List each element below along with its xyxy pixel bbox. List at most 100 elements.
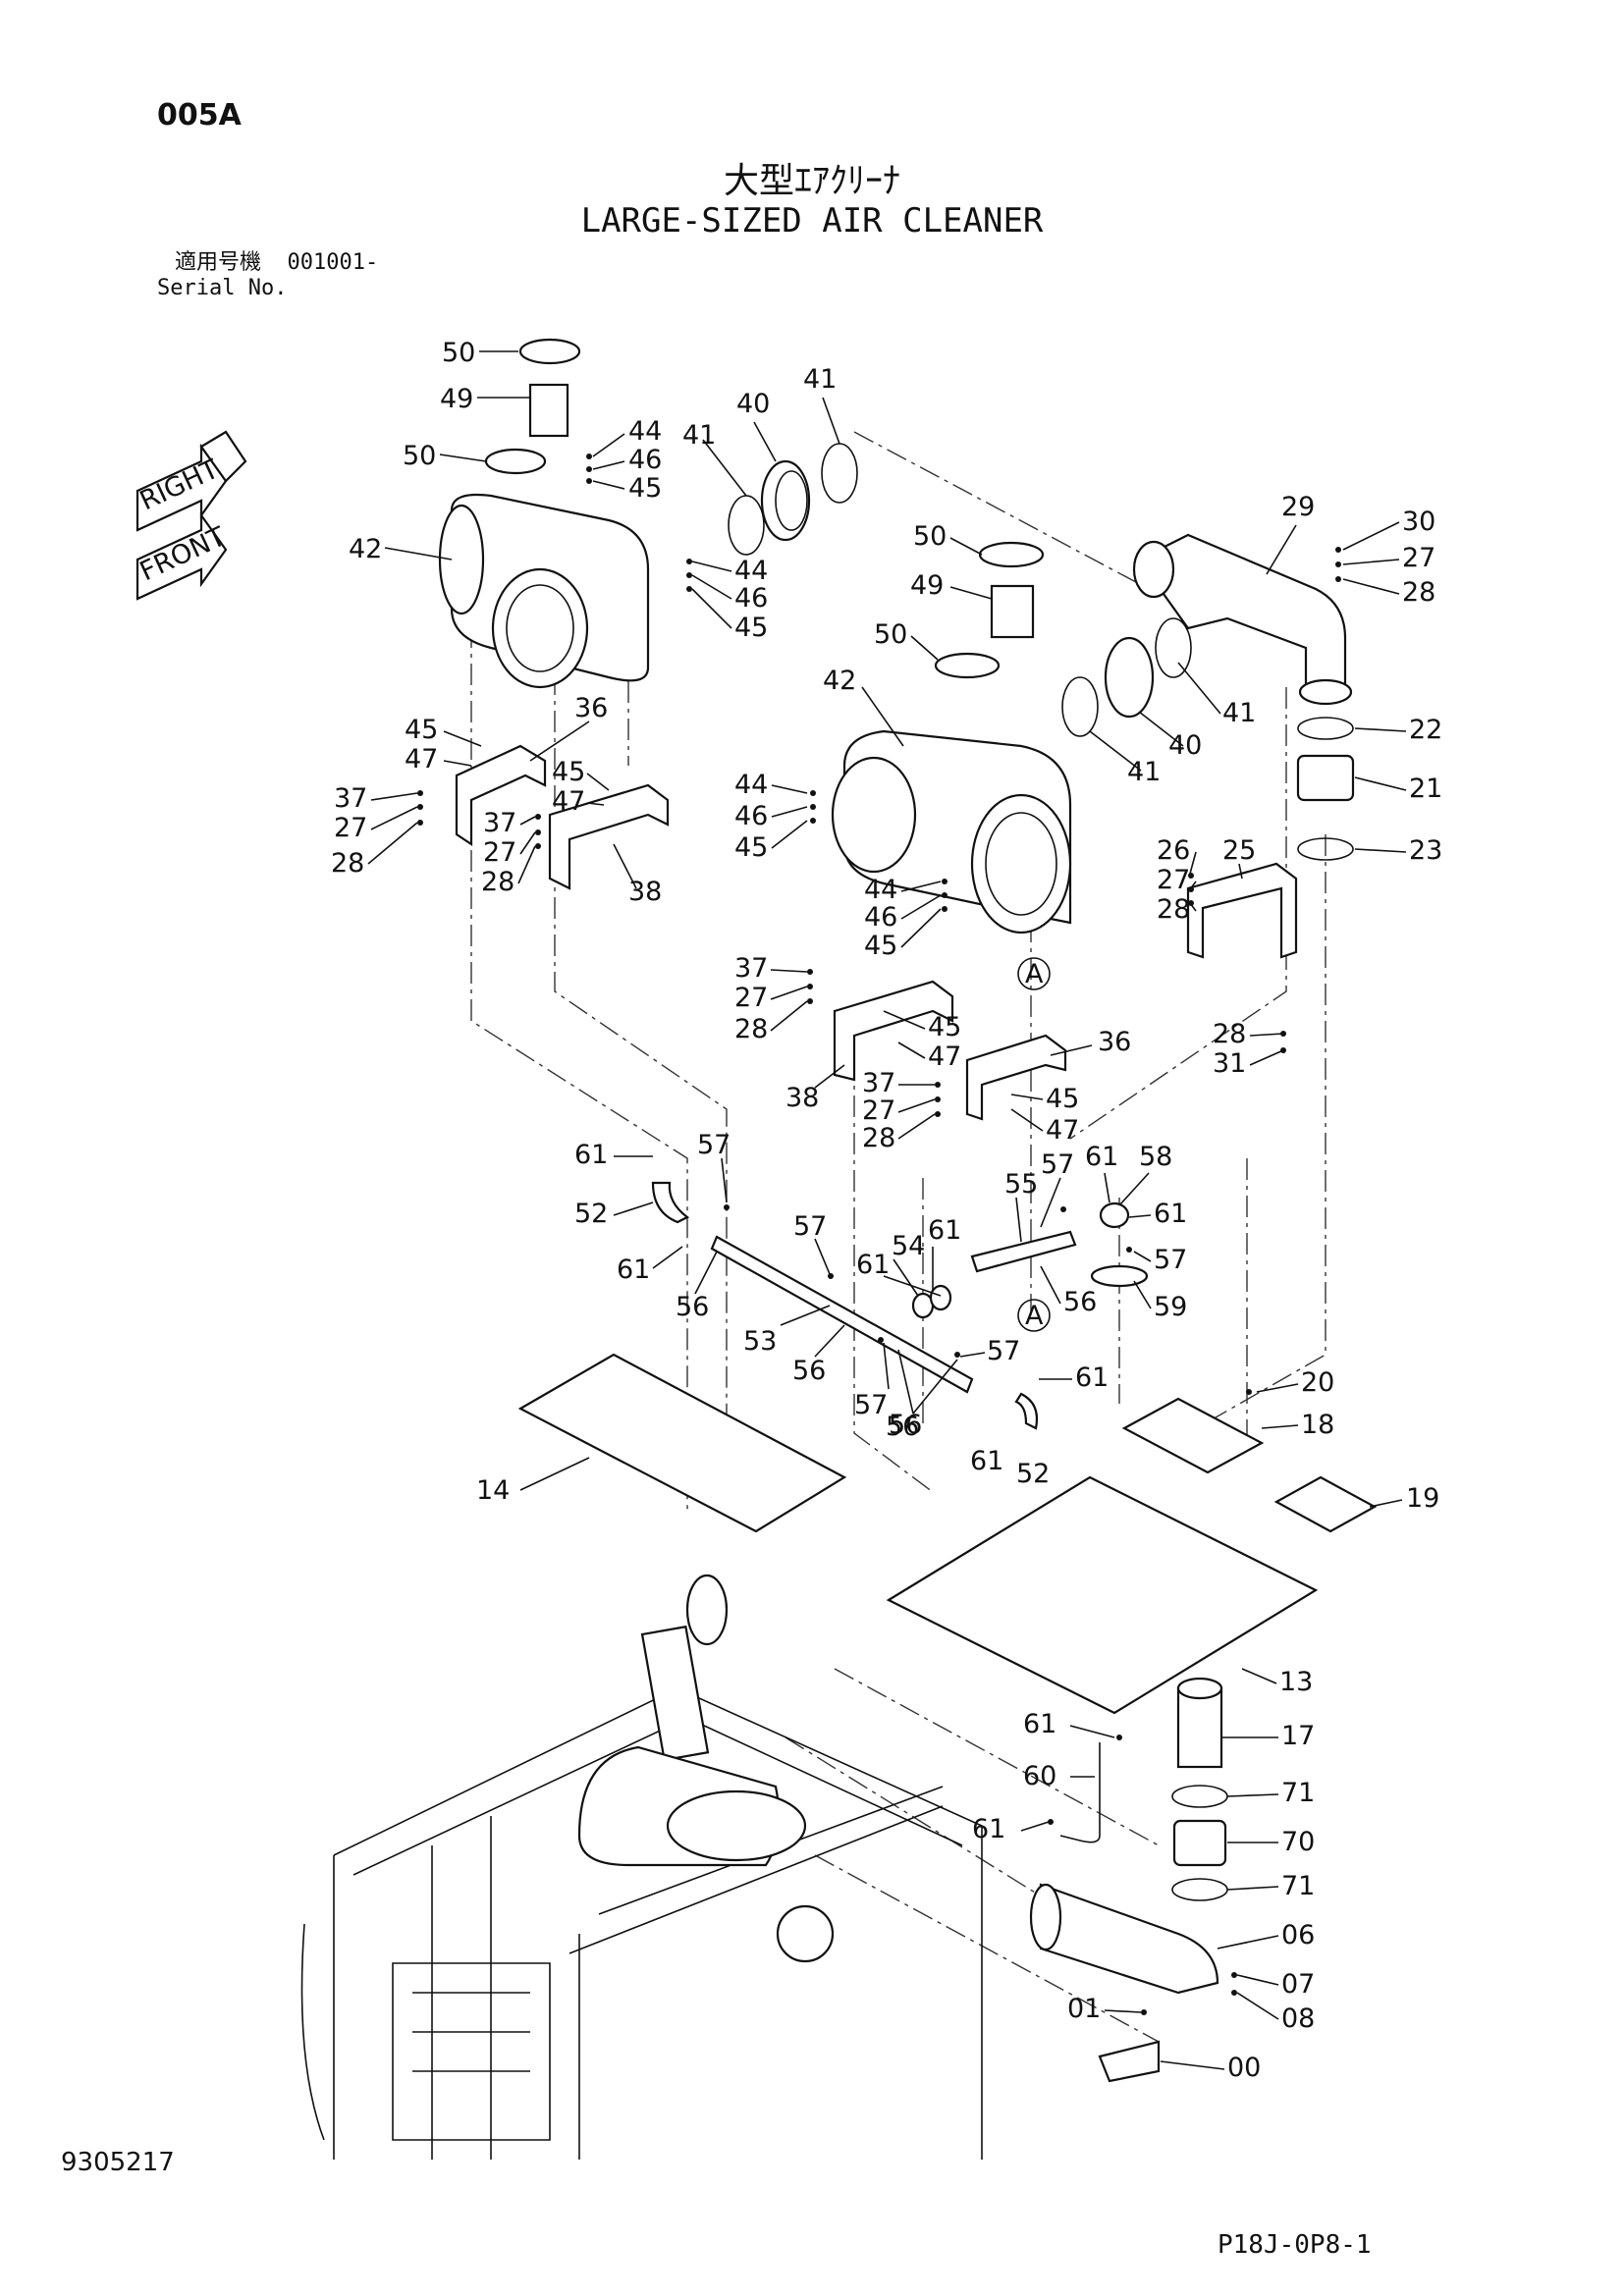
callout-label: 01 bbox=[1067, 1994, 1101, 2024]
callout-label: 37 bbox=[734, 953, 768, 984]
callout-label: 59 bbox=[1154, 1292, 1187, 1322]
callout-label: 55 bbox=[1004, 1169, 1038, 1200]
callout-label: 26 bbox=[1157, 835, 1190, 866]
pipe-assembly bbox=[651, 1181, 1149, 1430]
callout-label: 27 bbox=[862, 1095, 895, 1126]
serial-block: 適用号機 001001- Serial No. bbox=[157, 250, 378, 301]
callout-label: 42 bbox=[349, 534, 382, 564]
callout-label: 44 bbox=[734, 770, 768, 800]
callout-label: 61 bbox=[574, 1140, 608, 1170]
fasteners bbox=[417, 454, 1341, 2015]
callout-label: 36 bbox=[574, 693, 608, 723]
callout-label: 37 bbox=[862, 1068, 895, 1098]
brackets-upper bbox=[455, 744, 670, 890]
callout-label: 19 bbox=[1406, 1483, 1439, 1514]
callout-label: 38 bbox=[628, 877, 662, 907]
callout-label: 50 bbox=[874, 619, 907, 650]
callout-label: 61 bbox=[1154, 1199, 1187, 1229]
lower-pipe-set bbox=[1029, 1677, 1228, 2083]
callout-label: 61 bbox=[970, 1446, 1003, 1476]
brackets-center bbox=[833, 862, 1298, 1121]
callout-label: 41 bbox=[1222, 698, 1256, 728]
title-english: LARGE-SIZED AIR CLEANER bbox=[580, 201, 1044, 240]
callout-label: 45 bbox=[552, 757, 585, 787]
callout-label: 42 bbox=[823, 666, 856, 696]
callout-label: 29 bbox=[1281, 492, 1315, 522]
callout-label: 61 bbox=[972, 1814, 1005, 1844]
title-japanese: 大型ｴｱｸﾘｰﾅ bbox=[723, 161, 900, 201]
callout-label: 47 bbox=[552, 786, 585, 817]
callout-label: 70 bbox=[1281, 1827, 1315, 1857]
callout-label: 28 bbox=[1157, 894, 1190, 925]
callout-label: 60 bbox=[1023, 1761, 1056, 1791]
callout-label: 13 bbox=[1279, 1667, 1313, 1697]
callout-label: 61 bbox=[1075, 1362, 1109, 1393]
callout-label: 49 bbox=[910, 570, 944, 601]
callout-label: 17 bbox=[1281, 1721, 1315, 1751]
callout-label: 71 bbox=[1281, 1871, 1315, 1901]
callout-label: 45 bbox=[734, 832, 768, 863]
drawing-number: P18J-0P8-1 bbox=[1218, 2230, 1372, 2260]
callout-label: 53 bbox=[743, 1326, 777, 1357]
callout-label: 46 bbox=[734, 583, 768, 614]
callout-label: 46 bbox=[628, 445, 662, 475]
serial-label-jp: 適用号機 bbox=[175, 250, 262, 275]
callout-label: 20 bbox=[1301, 1367, 1334, 1398]
callout-label: 40 bbox=[1168, 730, 1202, 761]
callout-label: 49 bbox=[440, 384, 473, 414]
callout-label: 45 bbox=[405, 715, 438, 745]
callout-label: 44 bbox=[734, 556, 768, 586]
callout-label: 45 bbox=[928, 1012, 961, 1042]
callout-label: 27 bbox=[1402, 543, 1435, 573]
callout-label: 45 bbox=[628, 473, 662, 504]
callout-label: 57 bbox=[987, 1336, 1020, 1366]
air-cleaner-center bbox=[831, 541, 1192, 934]
callout-label: 31 bbox=[1213, 1048, 1246, 1079]
air-cleaner-left bbox=[438, 338, 650, 689]
callout-label: 44 bbox=[864, 875, 897, 905]
callout-label: 22 bbox=[1409, 715, 1442, 745]
callout-label: 41 bbox=[682, 420, 716, 451]
plates bbox=[517, 1353, 1378, 1715]
callout-label: 14 bbox=[476, 1475, 510, 1506]
callout-label: 56 bbox=[676, 1292, 709, 1322]
callout-label: 28 bbox=[1213, 1019, 1246, 1049]
engine-frame bbox=[300, 1574, 983, 2160]
callout-labels: 50 49 50 42 44 46 45 41 40 41 44 46 45 4… bbox=[331, 338, 1442, 2083]
callout-label: 61 bbox=[928, 1215, 961, 1246]
callout-label: 00 bbox=[1227, 2053, 1261, 2083]
callout-label: 06 bbox=[1281, 1920, 1315, 1950]
callout-label: 46 bbox=[864, 902, 897, 933]
upper-hose-set bbox=[728, 443, 858, 556]
callout-label: 61 bbox=[617, 1255, 650, 1285]
callout-a-markers bbox=[1017, 957, 1051, 1332]
callout-label: 28 bbox=[331, 848, 364, 879]
callout-label: 57 bbox=[1041, 1149, 1074, 1180]
document-number: 9305217 bbox=[61, 2148, 175, 2177]
callout-label: 28 bbox=[734, 1014, 768, 1044]
callout-label: 44 bbox=[628, 416, 662, 447]
callout-label: 61 bbox=[856, 1250, 890, 1280]
callout-label: 37 bbox=[334, 783, 367, 814]
callout-label: 38 bbox=[785, 1083, 819, 1113]
callout-label: 27 bbox=[483, 837, 516, 868]
serial-value: 001001- bbox=[287, 250, 379, 275]
callout-label: 40 bbox=[736, 389, 770, 419]
callout-label: 45 bbox=[864, 931, 897, 961]
callout-label: 52 bbox=[574, 1199, 608, 1229]
callout-label: 47 bbox=[405, 744, 438, 774]
callout-label: 23 bbox=[1409, 835, 1442, 866]
elbow-pipe bbox=[1132, 533, 1355, 861]
callout-label: 56 bbox=[886, 1412, 919, 1442]
callout-label: 36 bbox=[1098, 1027, 1131, 1057]
page-id: 005A bbox=[157, 98, 242, 133]
callout-label: 46 bbox=[734, 801, 768, 831]
callout-label: 07 bbox=[1281, 1969, 1315, 2000]
callout-label: 28 bbox=[1402, 577, 1435, 608]
callout-label: 45 bbox=[1046, 1084, 1079, 1114]
callout-label: 45 bbox=[734, 613, 768, 643]
callout-label: 61 bbox=[1023, 1709, 1056, 1739]
callout-label: 47 bbox=[928, 1041, 961, 1072]
callout-label: A bbox=[1025, 959, 1044, 989]
callout-label: 50 bbox=[913, 521, 947, 552]
